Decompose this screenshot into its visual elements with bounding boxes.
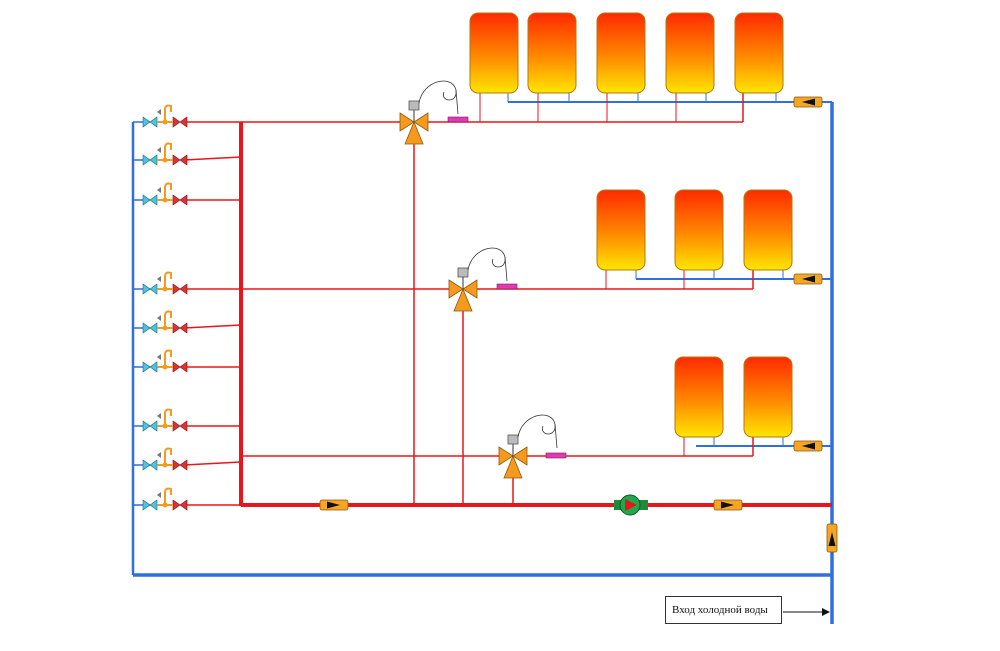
temperature-sensor [496,283,518,290]
tap [142,447,188,471]
tap [142,182,188,206]
temperature-sensor [447,116,469,123]
heater [596,189,646,271]
heater [734,12,784,94]
tap [142,408,188,432]
mixing-valve-middle [448,247,518,312]
check-valve-return-middle [793,273,823,285]
check-valve-return-bottom [793,440,823,452]
tap [142,310,188,334]
heater [665,12,715,94]
cold-water-inlet-label: Вход холодной воды [665,596,782,624]
tap [142,349,188,373]
heater-group-bottom [674,356,793,438]
tap [142,142,188,166]
check-valve-cold-inlet [826,523,838,553]
temperature-sensor [545,452,567,459]
tap [142,271,188,295]
check-valves [319,96,838,553]
heater [743,356,793,438]
check-valve-return-top [793,96,823,108]
heater [674,356,724,438]
heater [596,12,646,94]
check-valve-main-right [713,499,743,511]
tap-row [142,104,188,511]
heater-group-middle [596,189,793,271]
mixing-valve-top [399,80,469,145]
heater-group-top [469,12,784,94]
heater [527,12,577,94]
check-valve-main-left [319,499,349,511]
heater [469,12,519,94]
cold-water-lines [131,101,834,624]
heater [674,189,724,271]
heater [743,189,793,271]
tap [142,104,188,128]
tap [142,487,188,511]
mixing-valve-bottom [498,414,567,479]
circulation-pump [614,494,648,516]
